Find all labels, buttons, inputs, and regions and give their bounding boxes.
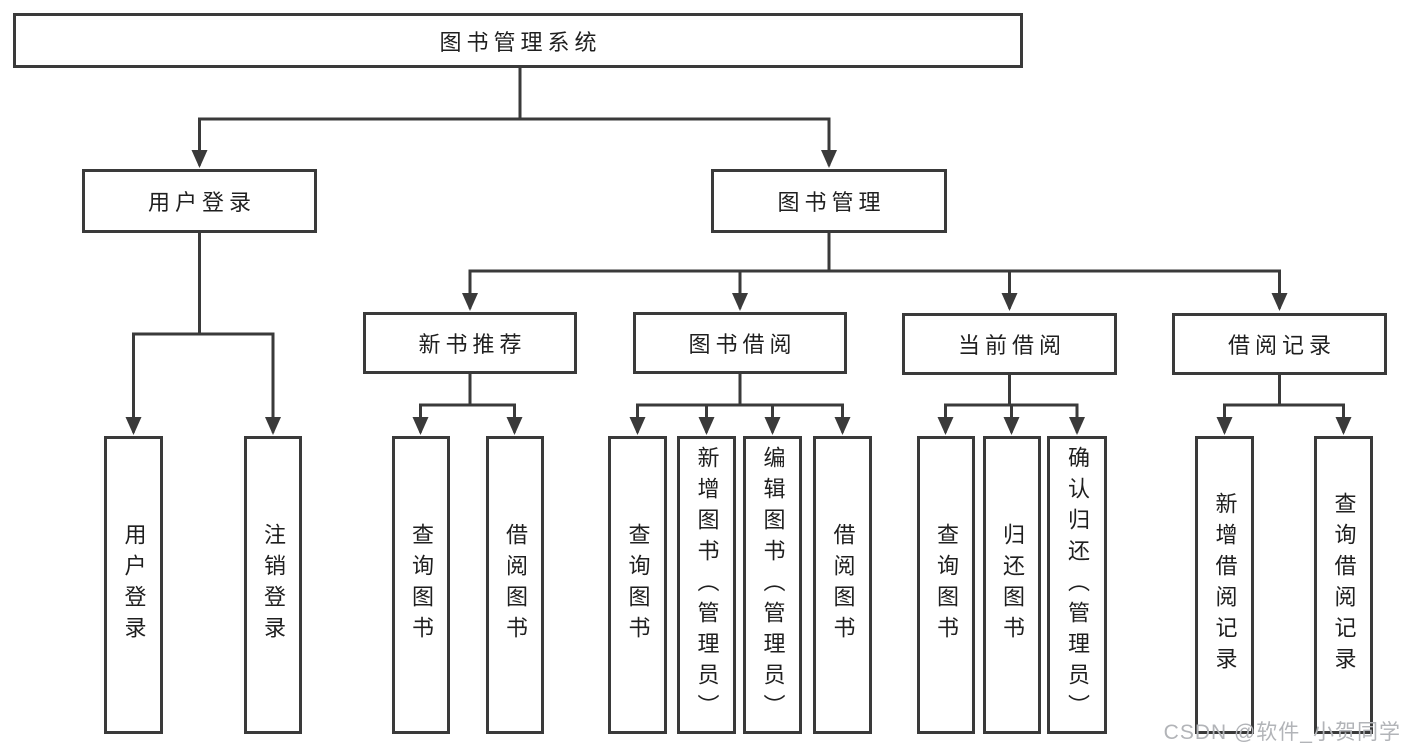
node-leaf-edit-books-admin: 编辑图书（管理员） xyxy=(743,436,802,734)
node-leaf-add-borrow-record-label: 新增借阅记录 xyxy=(1212,492,1238,678)
node-library-system: 图书管理系统 xyxy=(13,13,1023,68)
node-leaf-return-books: 归还图书 xyxy=(983,436,1041,734)
node-leaf-logout-login-label: 注销登录 xyxy=(261,523,286,647)
node-new-book-recommend-label: 新书推荐 xyxy=(418,332,527,357)
node-borrowing-records: 借阅记录 xyxy=(1172,313,1387,375)
node-leaf-borrow-books-1: 借阅图书 xyxy=(486,436,544,734)
node-new-book-recommend: 新书推荐 xyxy=(363,312,577,374)
node-leaf-add-books-admin-label: 新增图书（管理员） xyxy=(694,445,720,725)
node-book-management-label: 图书管理 xyxy=(777,190,886,215)
node-leaf-query-borrow-record: 查询借阅记录 xyxy=(1314,436,1373,734)
node-current-borrowing-label: 当前借阅 xyxy=(957,333,1066,358)
node-leaf-query-borrow-record-label: 查询借阅记录 xyxy=(1331,492,1357,678)
node-leaf-query-books-3-label: 查询图书 xyxy=(934,523,959,647)
node-leaf-user-login-label: 用户登录 xyxy=(121,523,147,647)
node-current-borrowing: 当前借阅 xyxy=(902,313,1117,375)
node-leaf-query-books-2-label: 查询图书 xyxy=(625,523,651,647)
node-leaf-edit-books-admin-label: 编辑图书（管理员） xyxy=(760,445,786,725)
node-leaf-borrow-books-2: 借阅图书 xyxy=(813,436,872,734)
node-leaf-add-borrow-record: 新增借阅记录 xyxy=(1195,436,1254,734)
node-leaf-query-books-1: 查询图书 xyxy=(392,436,450,734)
node-leaf-query-books-2: 查询图书 xyxy=(608,436,667,734)
node-leaf-user-login: 用户登录 xyxy=(104,436,163,734)
watermark: CSDN @软件_小贺同学 xyxy=(1163,721,1401,744)
node-leaf-confirm-return-admin: 确认归还（管理员） xyxy=(1047,436,1107,734)
node-leaf-borrow-books-2-label: 借阅图书 xyxy=(830,523,856,647)
node-borrowing-records-label: 借阅记录 xyxy=(1227,333,1336,358)
node-leaf-add-books-admin: 新增图书（管理员） xyxy=(677,436,736,734)
node-leaf-borrow-books-1-label: 借阅图书 xyxy=(503,523,528,647)
node-user-login-label: 用户登录 xyxy=(147,190,256,215)
node-leaf-query-books-3: 查询图书 xyxy=(917,436,975,734)
node-library-system-label: 图书管理系统 xyxy=(439,29,602,55)
node-book-borrowing-label: 图书借阅 xyxy=(688,332,797,357)
node-leaf-confirm-return-admin-label: 确认归还（管理员） xyxy=(1065,445,1090,725)
node-book-management: 图书管理 xyxy=(711,169,947,233)
node-leaf-logout-login: 注销登录 xyxy=(244,436,302,734)
node-book-borrowing: 图书借阅 xyxy=(633,312,847,374)
node-leaf-return-books-label: 归还图书 xyxy=(1000,523,1025,647)
node-leaf-query-books-1-label: 查询图书 xyxy=(409,523,434,647)
node-user-login: 用户登录 xyxy=(82,169,317,233)
